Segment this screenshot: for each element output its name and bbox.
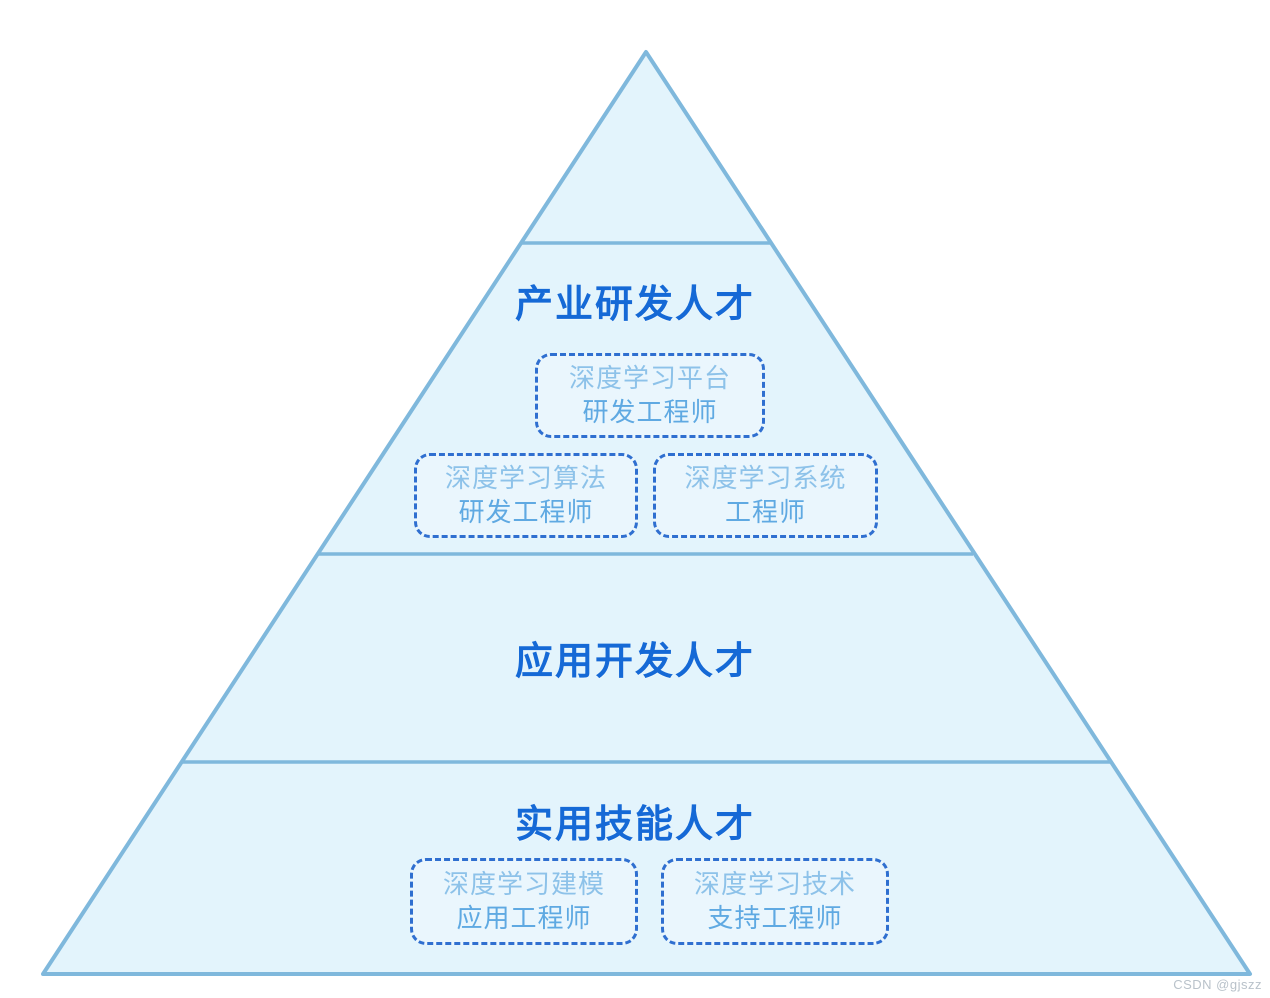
role-box-dl-platform-rd[interactable]: 深度学习平台 研发工程师 <box>535 353 765 438</box>
role-box-line1: 深度学习系统 <box>684 463 847 494</box>
role-box-dl-tech-support[interactable]: 深度学习技术 支持工程师 <box>661 858 889 945</box>
pyramid-outline <box>41 50 1252 976</box>
role-box-line2: 支持工程师 <box>707 902 843 933</box>
watermark-text: CSDN @gjszz <box>1173 977 1262 992</box>
role-box-line2: 应用工程师 <box>456 902 592 933</box>
tier-label-practical-skill-talent: 实用技能人才 <box>514 804 755 846</box>
role-box-line2: 工程师 <box>724 496 806 527</box>
role-box-dl-modeling-app[interactable]: 深度学习建模 应用工程师 <box>410 858 638 945</box>
role-box-line1: 深度学习技术 <box>693 869 856 900</box>
role-box-line1: 深度学习平台 <box>568 363 731 394</box>
role-box-line1: 深度学习建模 <box>442 869 605 900</box>
tier-label-application-dev-talent: 应用开发人才 <box>514 641 755 683</box>
role-box-dl-algorithm-rd[interactable]: 深度学习算法 研发工程师 <box>414 453 638 538</box>
role-box-line2: 研发工程师 <box>458 496 594 527</box>
role-box-dl-system-eng[interactable]: 深度学习系统 工程师 <box>653 453 878 538</box>
role-box-line2: 研发工程师 <box>582 396 718 427</box>
role-box-line1: 深度学习算法 <box>444 463 607 494</box>
tier-label-industry-rd-talent: 产业研发人才 <box>514 284 755 326</box>
